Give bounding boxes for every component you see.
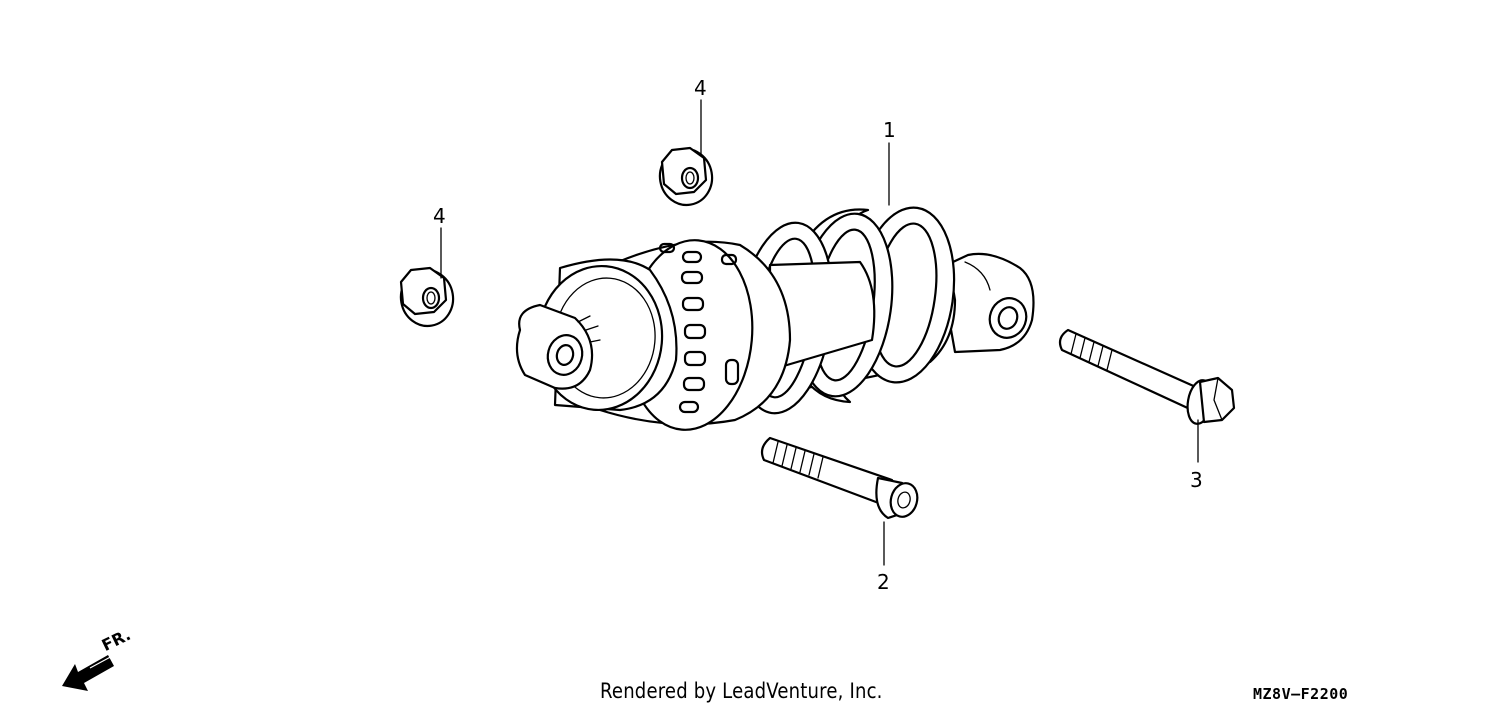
callout-nut-upper: 4 bbox=[694, 76, 707, 100]
callout-upper-bolt: 3 bbox=[1190, 468, 1203, 492]
leader-lines bbox=[440, 99, 1199, 566]
callout-lower-bolt: 2 bbox=[877, 570, 890, 594]
bolt-upper[interactable] bbox=[1058, 328, 1236, 426]
rear-shock-absorber[interactable] bbox=[515, 201, 1035, 435]
adjuster-slots bbox=[658, 242, 740, 414]
render-credit: Rendered by LeadVenture, Inc. bbox=[600, 679, 883, 703]
callout-nut-left: 4 bbox=[433, 204, 446, 228]
diagram-code: MZ8V—F2200 bbox=[1253, 685, 1349, 703]
callout-shock-absorber: 1 bbox=[883, 118, 896, 142]
bolt-lower[interactable] bbox=[760, 436, 921, 520]
front-direction-arrow-icon bbox=[62, 645, 117, 691]
flange-nut-upper[interactable] bbox=[656, 145, 717, 209]
flange-nut-left[interactable] bbox=[397, 266, 458, 330]
